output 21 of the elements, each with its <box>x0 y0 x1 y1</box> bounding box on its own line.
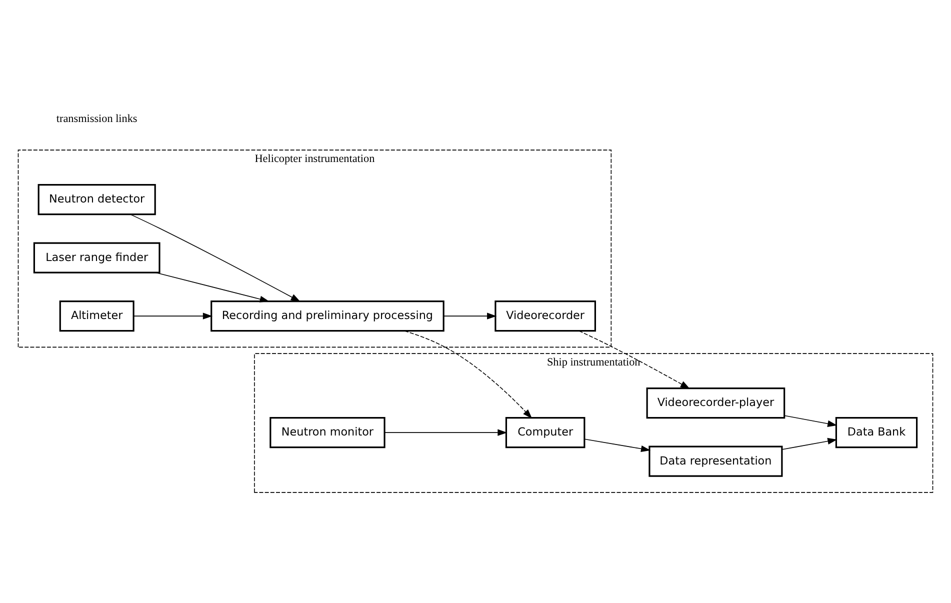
arrow <box>584 438 651 452</box>
arrow <box>782 438 838 450</box>
node-box: Videorecorder-player <box>646 387 786 419</box>
node-box: Data Bank <box>835 417 918 448</box>
label: transmission links <box>56 112 138 125</box>
node-box: Neutron detector <box>38 184 156 216</box>
arrow <box>404 330 532 419</box>
node-box: Altimeter <box>59 300 134 332</box>
node-box: Computer <box>505 417 586 448</box>
arrow <box>578 330 690 389</box>
arrow <box>384 429 508 436</box>
node-box: Data representation <box>648 446 783 477</box>
node-box: Recording and preliminary processing <box>210 300 444 332</box>
arrow <box>155 272 270 302</box>
node-box: Neutron monitor <box>270 417 386 448</box>
arrow <box>784 415 838 427</box>
arrow <box>133 312 212 320</box>
node-box: Videorecorder <box>494 300 596 332</box>
node-box: Laser range finder <box>33 242 160 274</box>
arrow <box>443 312 497 320</box>
arrow <box>130 214 300 302</box>
